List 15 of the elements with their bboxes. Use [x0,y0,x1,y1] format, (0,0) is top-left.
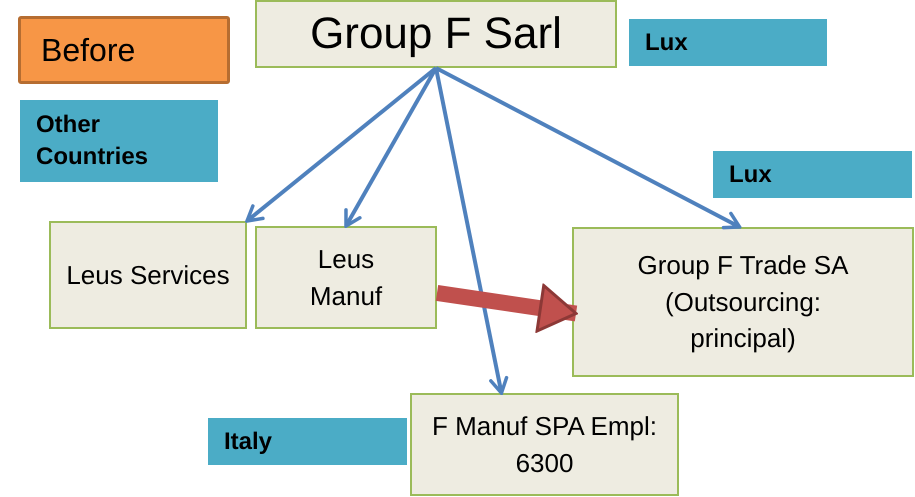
arrow [434,68,508,395]
country-tag: Other Countries [20,100,218,182]
entity-box: Group F Trade SA (Outsourcing: principal) [572,227,914,377]
country-tag: Lux [629,19,827,66]
entity-box: Leus Services [49,221,247,329]
entity-box: Group F Sarl [255,0,617,68]
arrow [435,66,742,230]
arrow [245,66,438,223]
country-tag: Italy [208,418,407,465]
entity-box: F Manuf SPA Empl: 6300 [410,393,679,496]
block-arrow [436,284,578,332]
status-box: Before [18,16,230,84]
country-tag: Lux [713,151,912,198]
entity-box: Leus Manuf [255,226,437,329]
arrow [344,67,438,228]
